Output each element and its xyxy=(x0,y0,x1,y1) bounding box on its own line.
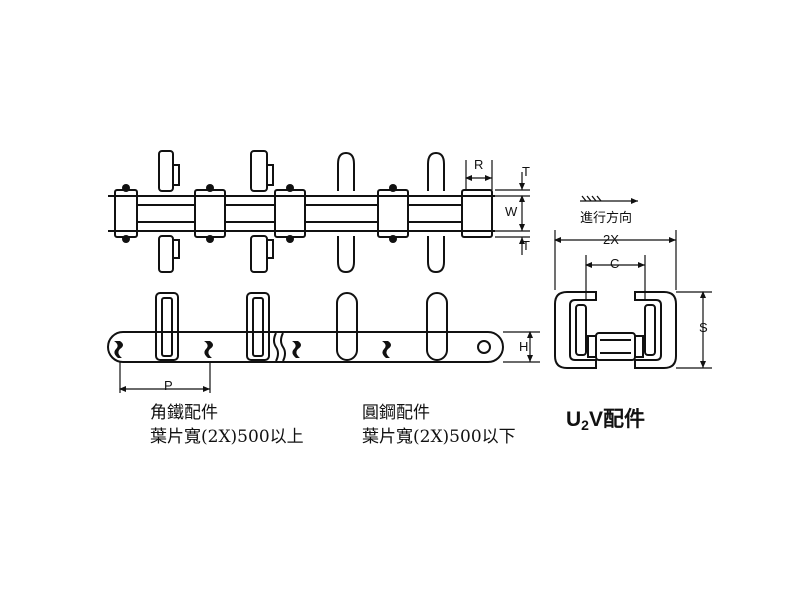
dim-label-w: W xyxy=(505,204,518,219)
dim-label-s: S xyxy=(699,320,708,335)
caption-u2v-u: U xyxy=(566,408,582,431)
caption-u2v-title: U2V配件 xyxy=(566,403,645,433)
dim-label-p: P xyxy=(164,378,173,393)
top-view-dimension-lines xyxy=(465,160,530,255)
side-view-pins xyxy=(114,341,391,358)
dim-label-2x: 2X xyxy=(603,232,619,247)
side-view xyxy=(107,292,504,363)
dim-label-r: R xyxy=(474,157,484,172)
u2v-end-view xyxy=(554,291,677,369)
direction-label: 進行方向 xyxy=(580,210,633,225)
dim-label-h: H xyxy=(519,339,529,354)
side-view-dimension-lines xyxy=(119,331,540,393)
u2v-dimension-lines xyxy=(554,230,712,369)
caption-round-bar-width: 葉片寬(2X)500以下 xyxy=(362,427,516,447)
dim-label-c: C xyxy=(610,256,620,271)
direction-arrow-icon xyxy=(580,195,638,204)
caption-u2v-sub: 2 xyxy=(581,417,589,433)
top-view xyxy=(108,150,495,274)
caption-angle-iron-title: 角鐵配件 xyxy=(150,403,218,423)
caption-round-bar-title: 圓鋼配件 xyxy=(362,403,430,423)
dim-label-t-top: T xyxy=(522,164,530,179)
caption-u2v-rest: V配件 xyxy=(588,408,645,431)
caption-angle-iron-width: 葉片寬(2X)500以上 xyxy=(150,427,304,447)
dim-label-t-bottom: T xyxy=(522,238,530,253)
